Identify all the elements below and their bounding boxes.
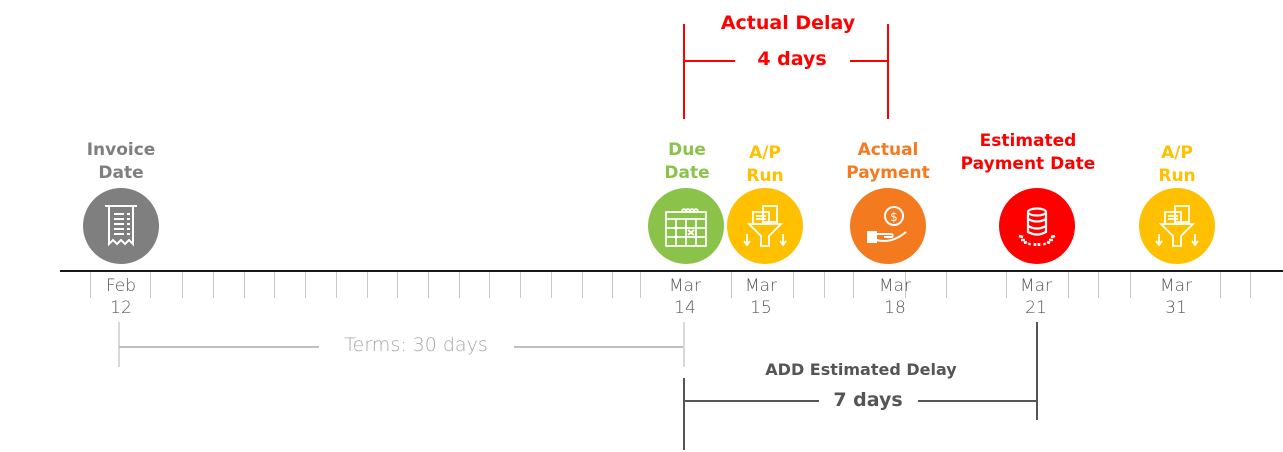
axis-tick [1220, 272, 1221, 298]
axis-tick [853, 272, 854, 298]
funnel-documents-icon [1155, 205, 1199, 247]
axis-tick [582, 272, 583, 298]
date-label-mar-21: Mar 21 [1019, 276, 1053, 318]
ap-run-icon-circle-2 [1139, 188, 1215, 264]
axis-tick [1068, 272, 1069, 298]
axis-tick [244, 272, 245, 298]
axis-tick [305, 272, 306, 298]
hand-coin-icon: $ [867, 206, 907, 243]
due-date-icon-circle [648, 188, 724, 264]
receipt-icon [105, 205, 137, 247]
actual-delay-title: Actual Delay [720, 12, 856, 34]
axis-tick [397, 272, 398, 298]
due-date-label: Due Date [664, 140, 710, 183]
est-delay-line-left [684, 400, 819, 402]
actual-delay-line-right [850, 60, 887, 62]
axis-tick [793, 272, 794, 298]
axis-tick [640, 272, 641, 298]
axis-tick [824, 272, 825, 298]
est-delay-line-right [918, 400, 1036, 402]
axis-tick [90, 272, 91, 298]
calendar-icon [665, 208, 707, 247]
axis-tick [182, 272, 183, 298]
date-label-mar-14: Mar 14 [668, 276, 702, 318]
timeline-axis [60, 270, 1283, 272]
axis-tick [1130, 272, 1131, 298]
funnel-documents-icon [743, 205, 787, 247]
axis-tick [274, 272, 275, 298]
axis-tick [1098, 272, 1099, 298]
terms-line-left [119, 346, 319, 348]
terms-right-bracket [683, 322, 685, 367]
axis-tick [459, 272, 460, 298]
axis-tick [612, 272, 613, 298]
ap-run-icon-circle-1 [727, 188, 803, 264]
date-label-mar-18: Mar 18 [878, 276, 912, 318]
axis-tick [946, 272, 947, 298]
axis-tick [336, 272, 337, 298]
est-delay-right-bracket [1036, 322, 1038, 420]
actual-payment-icon-circle: $ [850, 188, 926, 264]
axis-tick [213, 272, 214, 298]
actual-delay-value: 4 days [757, 48, 827, 70]
date-label-mar-31: Mar 31 [1159, 276, 1193, 318]
terms-left-bracket [118, 322, 120, 367]
estimated-payment-date-label: Estimated Payment Date [960, 131, 1096, 174]
svg-text:$: $ [890, 210, 898, 224]
axis-tick [489, 272, 490, 298]
axis-tick [905, 272, 906, 298]
estimated-payment-icon-circle [999, 188, 1075, 264]
axis-tick [551, 272, 552, 298]
invoice-date-label: Invoice Date [86, 140, 156, 183]
axis-tick [1250, 272, 1251, 298]
date-label-mar-15: Mar 15 [744, 276, 778, 318]
date-label-feb-12: Feb 12 [105, 276, 137, 318]
ap-run-label-1: A/P Run [746, 143, 784, 186]
actual-payment-label: Actual Payment [846, 140, 930, 183]
ap-run-label-2: A/P Run [1158, 143, 1196, 186]
axis-tick [428, 272, 429, 298]
terms-line-right [514, 346, 683, 348]
axis-tick [1006, 272, 1007, 298]
actual-delay-line-left [684, 60, 735, 62]
est-delay-left-bracket [683, 378, 685, 450]
axis-tick [731, 272, 732, 298]
coin-stack-icon [1018, 207, 1056, 246]
actual-delay-left-bracket [683, 24, 685, 119]
est-delay-value: 7 days [833, 389, 903, 411]
axis-tick [520, 272, 521, 298]
terms-text: Terms: 30 days [344, 334, 488, 356]
est-delay-title: ADD Estimated Delay [765, 360, 957, 379]
axis-tick [150, 272, 151, 298]
actual-delay-right-bracket [887, 24, 889, 119]
axis-tick [367, 272, 368, 298]
invoice-icon-circle [83, 188, 159, 264]
